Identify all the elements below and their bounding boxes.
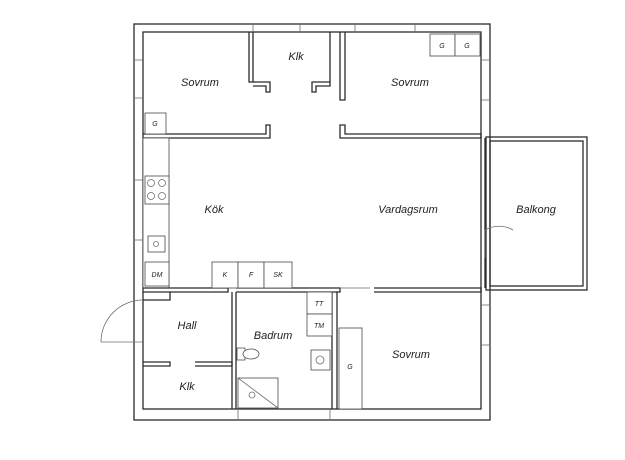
room-balkong: Balkong [516, 204, 557, 216]
windows [134, 24, 490, 420]
room-kok: Kök [205, 204, 224, 216]
room-labels: Sovrum Klk Sovrum Kök Vardagsrum Balkong… [178, 51, 557, 393]
room-klk-1: Klk [288, 51, 304, 63]
room-sovrum-1: Sovrum [181, 77, 219, 89]
fixture-labels: G G G DM K F SK TT TM G [152, 43, 471, 371]
room-badrum: Badrum [254, 330, 293, 342]
fixture-label-sk: SK [273, 272, 283, 279]
room-vardagsrum: Vardagsrum [378, 204, 438, 216]
balcony [484, 136, 588, 291]
fixture-label-tt: TT [315, 301, 324, 308]
room-sovrum-2: Sovrum [391, 77, 429, 89]
fixture-label-k: K [223, 272, 228, 279]
fixtures [144, 33, 481, 410]
fixture-label-f: F [249, 272, 254, 279]
room-klk-2: Klk [179, 381, 195, 393]
fixture-label-dm: DM [152, 272, 163, 279]
doors [100, 287, 370, 343]
fixture-label-tm: TM [314, 323, 324, 330]
fixture-label-g: G [347, 364, 353, 371]
room-sovrum-3: Sovrum [392, 349, 430, 361]
fixture-label-g: G [152, 121, 158, 128]
room-hall: Hall [178, 320, 198, 332]
fixture-label-g: G [439, 43, 445, 50]
fixture-label-g: G [464, 43, 470, 50]
